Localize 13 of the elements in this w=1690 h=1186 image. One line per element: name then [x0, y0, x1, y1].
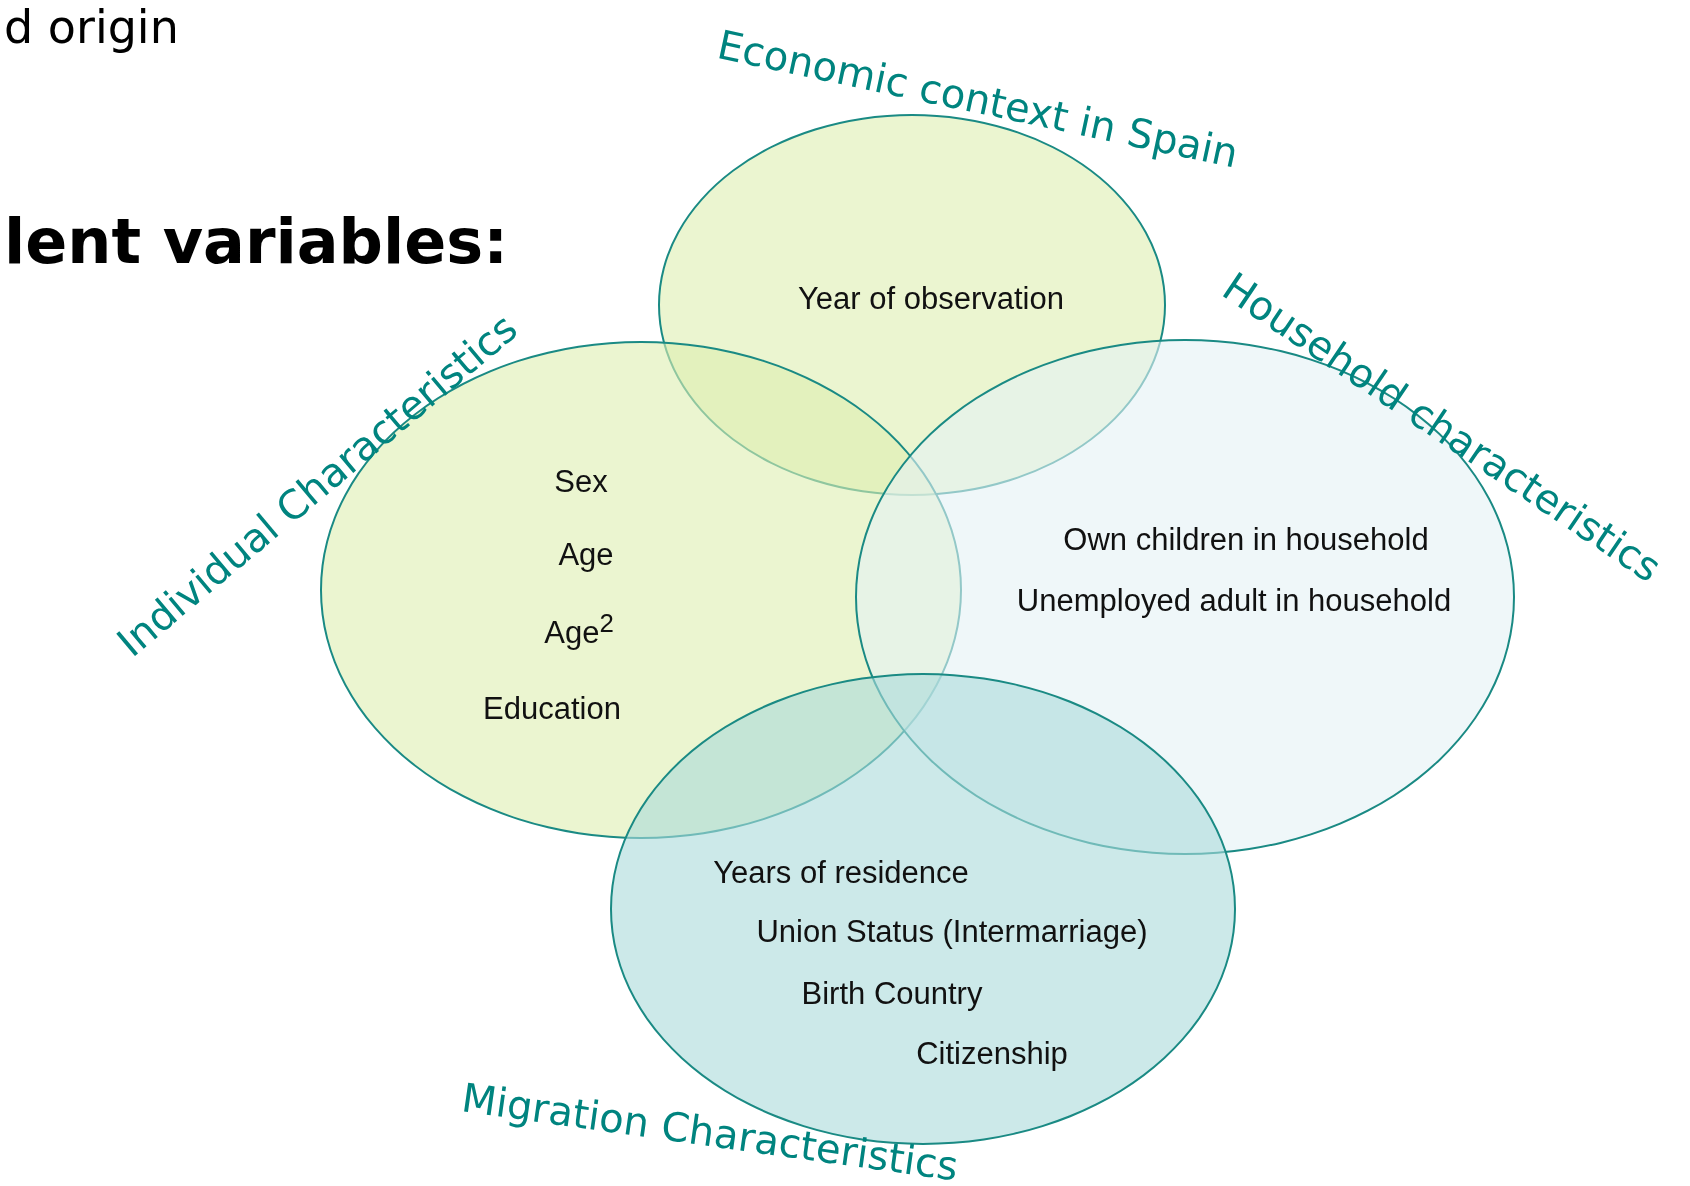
heading-fragment: d origin — [4, 0, 179, 54]
variable-label: Union Status (Intermarriage) — [756, 914, 1148, 950]
variable-label: Age$^{2}$ — [544, 609, 614, 651]
variable-label: Age — [558, 537, 614, 573]
heading-fragment: lent variables: — [4, 205, 508, 278]
variable-label: Unemployed adult in household — [1016, 583, 1452, 619]
variable-label: Education — [483, 691, 621, 727]
variable-label: Year of observation — [798, 281, 1064, 317]
set-title: Economic context in Spain — [713, 22, 1243, 176]
variable-label: Years of residence — [713, 855, 969, 891]
variable-label: Sex — [554, 464, 608, 500]
variable-label: Citizenship — [916, 1036, 1068, 1072]
variable-label: Birth Country — [801, 976, 983, 1012]
